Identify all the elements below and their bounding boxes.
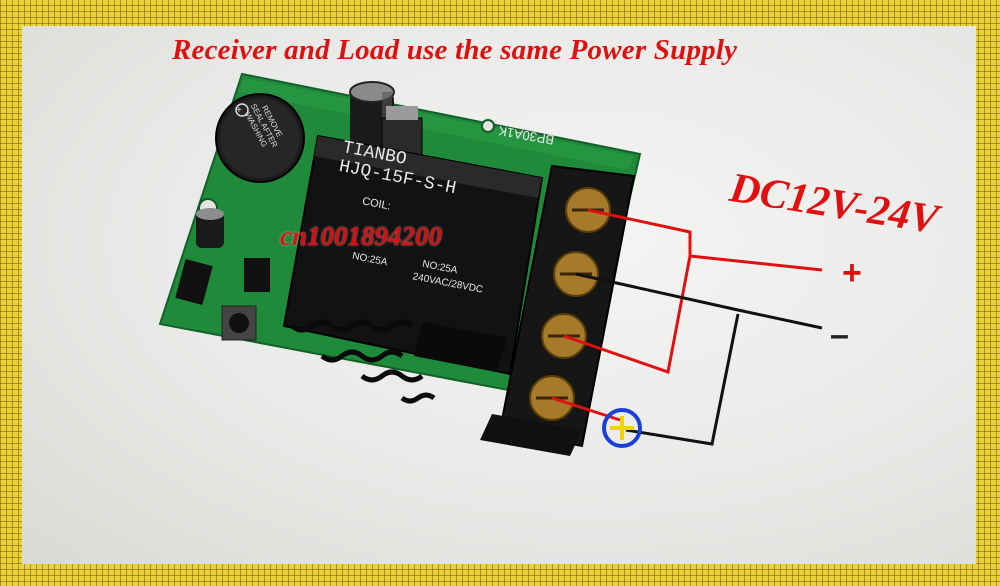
set-button [221, 305, 257, 341]
diagram-title: Receiver and Load use the same Power Sup… [172, 34, 738, 66]
circuit-illustration: + [158, 72, 823, 456]
mounting-hole [481, 119, 495, 133]
antenna-coil [290, 319, 436, 404]
terminal-block [480, 164, 636, 456]
negative-terminal-label: – [830, 316, 849, 354]
set-label: SET [224, 344, 246, 356]
product-photo: + [22, 26, 976, 564]
relay [282, 134, 544, 376]
watermark: cn1001894200 [280, 221, 442, 251]
buzzer: + [215, 93, 305, 183]
negative-wiring [575, 272, 823, 446]
ic-chip [244, 258, 270, 292]
junction-marker [602, 408, 642, 448]
small-capacitor [196, 208, 224, 248]
jumper-header [175, 259, 213, 305]
positive-terminal-label: + [842, 254, 862, 292]
svg-text:+: + [236, 105, 242, 116]
